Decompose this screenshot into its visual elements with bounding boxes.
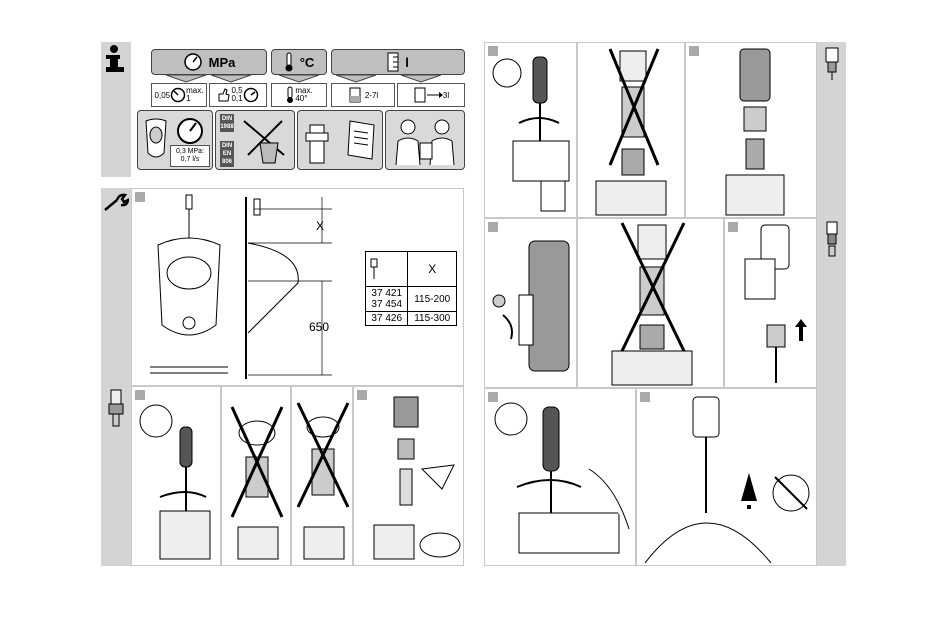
screwdriver-illustration: [136, 401, 220, 563]
gauge-icon: [176, 117, 204, 145]
flow-spec-box: 0,3 MPa: 0,7 l/s: [137, 110, 213, 170]
table-header-x: X: [408, 252, 457, 287]
volume-range-cell: 2-7l: [331, 83, 395, 107]
tools-bucket-icon: [238, 115, 292, 167]
urinal-side-view: [242, 193, 352, 383]
step-marker: [689, 46, 699, 56]
thermometer-icon: [284, 52, 294, 72]
install-strip: [101, 188, 131, 566]
temperature-unit: °C: [300, 55, 315, 70]
table-icon-cell: [366, 252, 408, 287]
sensor-unit-icon: [824, 220, 840, 260]
standard-tag-din1988: DIN 1988: [220, 114, 234, 132]
valve-icon: [369, 257, 379, 281]
standards-box: DIN 1988 DIN EN 806: [215, 110, 295, 170]
table-header-row: X: [366, 252, 457, 287]
right-strip: [817, 42, 846, 566]
step-panel-remove-cover: [131, 386, 221, 566]
crossed-out-assembly: [224, 397, 290, 563]
dimension-x-label: X: [316, 219, 324, 233]
model-dimension-table: X 37 421 37 454 115-200 37 426 115-300: [365, 251, 457, 326]
gauge-icon: [183, 52, 203, 72]
pressure-min-cell: 0,05 max. 1: [151, 83, 207, 107]
step-marker: [488, 222, 498, 232]
screwdriver-illustration: [489, 53, 575, 215]
crossed-out-assembly: [608, 221, 698, 387]
step-panel-right-1: [484, 42, 577, 218]
pressure-header: MPa: [151, 49, 267, 75]
gauge-icon: [243, 87, 259, 103]
chevron-row: [151, 75, 465, 83]
exploded-assembly: [716, 47, 812, 217]
step-panel-wrong-order: [221, 386, 291, 566]
handover-box: [385, 110, 465, 170]
installation-panel: X 650 X 37 421 37 454 115-200 37 426 115…: [131, 188, 464, 386]
measuring-cup-arrow-icon: [413, 87, 443, 103]
step-panel-assembly: [353, 386, 464, 566]
step-panel-right-7: [484, 388, 636, 566]
people-handover-icon: [392, 115, 460, 167]
gauge-icon: [170, 87, 186, 103]
warning-no-water-illustration: [641, 393, 815, 563]
volume-header: l: [331, 49, 465, 75]
step-panel-right-8: [636, 388, 817, 566]
volume-alt-cell: 3l: [397, 83, 465, 107]
sensor-unit-icon: [107, 388, 125, 428]
thermometer-icon: [285, 86, 295, 104]
step-panel-right-3: [685, 42, 817, 218]
flushing-box: [297, 110, 383, 170]
flow-spec-label: 0,3 MPa: 0,7 l/s: [170, 145, 210, 167]
crossed-out-assembly: [588, 47, 678, 217]
step-marker: [357, 390, 367, 400]
dimension-650-label: 650: [309, 320, 329, 334]
thumb-up-icon: [217, 87, 231, 103]
sensor-unit-icon: [822, 46, 842, 82]
crossed-out-assembly: [294, 397, 352, 563]
exploded-assembly: [368, 395, 462, 563]
spec-header-group: MPa °C l 0,05 max. 1 0,5 0,1 max. 40° 2-…: [151, 49, 465, 107]
pressure-range-cell: 0,5 0,1: [209, 83, 267, 107]
sensor-rotate-illustration: [489, 235, 575, 385]
step-panel-right-4: [484, 218, 577, 388]
info-icon: [104, 44, 128, 74]
measuring-cup-icon: [387, 52, 399, 72]
wrench-icon: [103, 192, 129, 214]
volume-unit: l: [405, 55, 409, 70]
urinal-icon: [142, 117, 170, 163]
table-row: 37 426 115-300: [366, 312, 457, 326]
pipe-flush-icon: [302, 115, 380, 167]
table-row: 37 421 37 454 115-200: [366, 287, 457, 312]
step-panel-right-6: [724, 218, 817, 388]
temperature-max-cell: max. 40°: [271, 83, 327, 107]
pressure-unit: MPa: [209, 55, 236, 70]
sensor-lift-illustration: [735, 223, 815, 385]
step-panel-right-2: [577, 42, 685, 218]
measuring-cup-icon: [348, 87, 362, 103]
step-panel-right-5: [577, 218, 724, 388]
urinal-front-view: [144, 193, 244, 383]
standard-tag-din-en-806: DIN EN 806: [220, 141, 234, 167]
step-panel-wrong-order-2: [291, 386, 353, 566]
screwdriver-illustration: [489, 399, 635, 563]
step-marker: [135, 390, 145, 400]
temperature-header: °C: [271, 49, 327, 75]
